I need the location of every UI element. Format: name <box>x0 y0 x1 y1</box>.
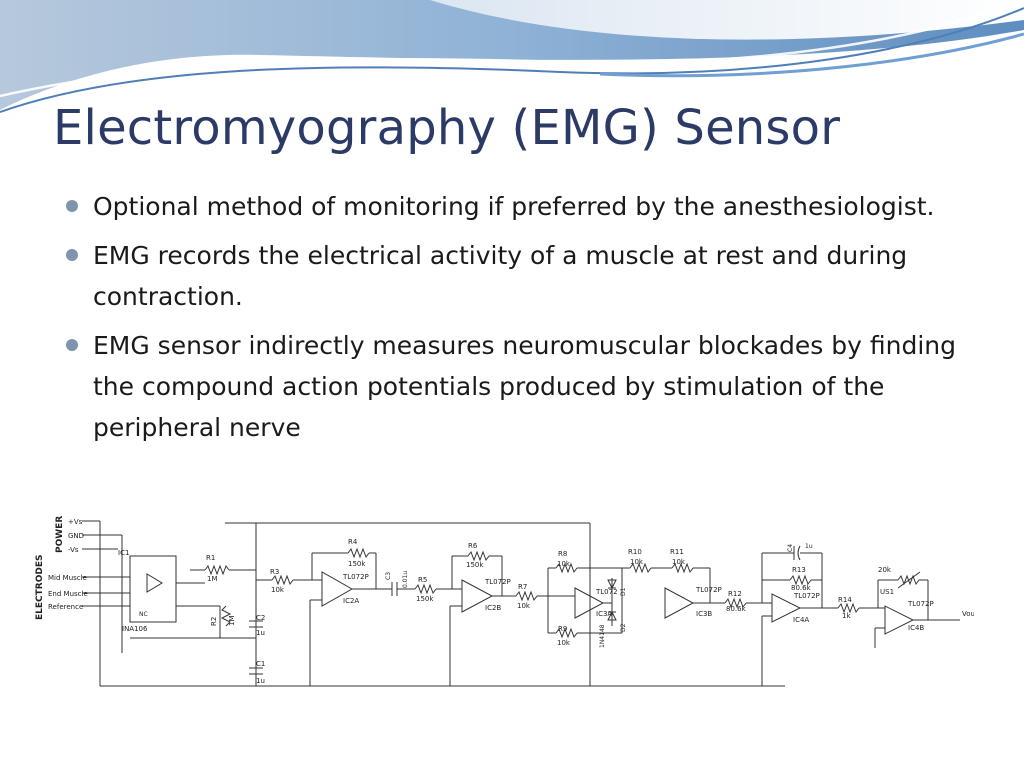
r4-label: R4 <box>348 538 358 546</box>
ic1-nc-label: NC <box>139 611 148 618</box>
bullet-item: Optional method of monitoring if preferr… <box>66 186 966 227</box>
slide-title: Electromyography (EMG) Sensor <box>53 100 841 156</box>
bullet-item: EMG records the electrical activity of a… <box>66 235 966 317</box>
bullet-text: EMG records the electrical activity of a… <box>93 241 908 311</box>
bullet-dot-icon <box>66 339 78 351</box>
bullet-text: EMG sensor indirectly measures neuromusc… <box>93 331 957 442</box>
ic3b-ref-label: IC3B <box>696 610 712 618</box>
electrode-pin-label: Mid Muscle <box>48 574 87 582</box>
r7-value-label: 10k <box>517 602 531 610</box>
ic2a-ref-label: IC2A <box>343 597 359 605</box>
r12-label: R12 <box>728 590 742 598</box>
electrode-pin-label: End Muscle <box>48 590 88 598</box>
header-swoosh-decoration <box>0 0 1024 113</box>
ic3b-part-label: TL072P <box>695 586 722 594</box>
bullet-dot-icon <box>66 200 78 212</box>
c2-label: C2 <box>256 614 265 622</box>
c3-value-label: 0.01u <box>402 571 409 588</box>
ic4b-ref-label: IC4B <box>908 624 924 632</box>
ic2a-part-label: TL072P <box>342 573 369 581</box>
r8-label: R8 <box>558 550 567 558</box>
pot-value-label: 20k <box>878 566 892 574</box>
ic4a-part-label: TL072P <box>793 592 820 600</box>
r11-label: R11 <box>670 548 684 556</box>
r12-value-label: 80.6k <box>726 605 747 613</box>
r6-label: R6 <box>468 542 478 550</box>
ic2b-part-label: TL072P <box>484 578 511 586</box>
c1-value-label: 1u <box>256 677 265 685</box>
r3-label: R3 <box>270 568 279 576</box>
bullet-dot-icon <box>66 249 78 261</box>
power-pin-label: GND <box>68 532 84 540</box>
emg-circuit-schematic: POWER ELECTRODES +Vs GND -Vs Mid Muscle … <box>30 508 974 708</box>
power-section-label: POWER <box>55 516 65 553</box>
r7-label: R7 <box>518 583 527 591</box>
electrodes-section-label: ELECTRODES <box>35 555 45 620</box>
r1-value-label: 1M <box>207 575 218 583</box>
bullet-text: Optional method of monitoring if preferr… <box>93 192 935 221</box>
ic3a-part-label: TL072 <box>595 588 618 596</box>
r14-value-label: 1k <box>842 612 851 620</box>
c4-value-label: 1u <box>805 543 813 550</box>
r1-label: R1 <box>206 554 215 562</box>
ic4a-ref-label: IC4A <box>793 616 809 624</box>
r13-label: R13 <box>792 566 806 574</box>
r9-label: R9 <box>558 625 567 633</box>
r6-value-label: 150k <box>466 561 484 569</box>
r2-label: R2 <box>210 617 218 626</box>
r8-value-label: 10k <box>557 560 571 568</box>
r10-label: R10 <box>628 548 642 556</box>
bullet-list: Optional method of monitoring if preferr… <box>66 186 966 456</box>
ic3a-ref-label: IC3A <box>596 610 612 618</box>
c3-label: C3 <box>385 572 392 580</box>
bullet-item: EMG sensor indirectly measures neuromusc… <box>66 325 966 448</box>
d1-label: D1 <box>620 587 627 596</box>
ic4b-part-label: TL072P <box>907 600 934 608</box>
vout-label: Vout <box>962 610 974 618</box>
ic2b-ref-label: IC2B <box>485 604 501 612</box>
c4-label: C4 <box>787 544 794 552</box>
r10-value-label: 10k <box>630 558 644 566</box>
r9-value-label: 10k <box>557 639 571 647</box>
electrode-pin-label: Reference <box>48 603 83 611</box>
power-pin-label: -Vs <box>68 546 79 554</box>
ic1-part-label: INA106 <box>122 625 148 633</box>
r4-value-label: 150k <box>348 560 366 568</box>
r5-label: R5 <box>418 576 427 584</box>
r2-value-label: 1M <box>228 616 236 627</box>
ic1-ref-label: IC1 <box>118 549 129 557</box>
r13-value-label: 80.6k <box>791 584 812 592</box>
r14-label: R14 <box>838 596 852 604</box>
us1-label: US1 <box>880 588 894 596</box>
d2-label: D2 <box>620 623 627 632</box>
power-pin-label: +Vs <box>68 518 83 526</box>
c2-value-label: 1u <box>256 629 265 637</box>
r5-value-label: 150k <box>416 595 434 603</box>
r3-value-label: 10k <box>271 586 285 594</box>
r11-value-label: 10k <box>672 558 686 566</box>
c1-label: C1 <box>256 660 265 668</box>
diode-part-label: 1N4148 <box>599 624 606 648</box>
